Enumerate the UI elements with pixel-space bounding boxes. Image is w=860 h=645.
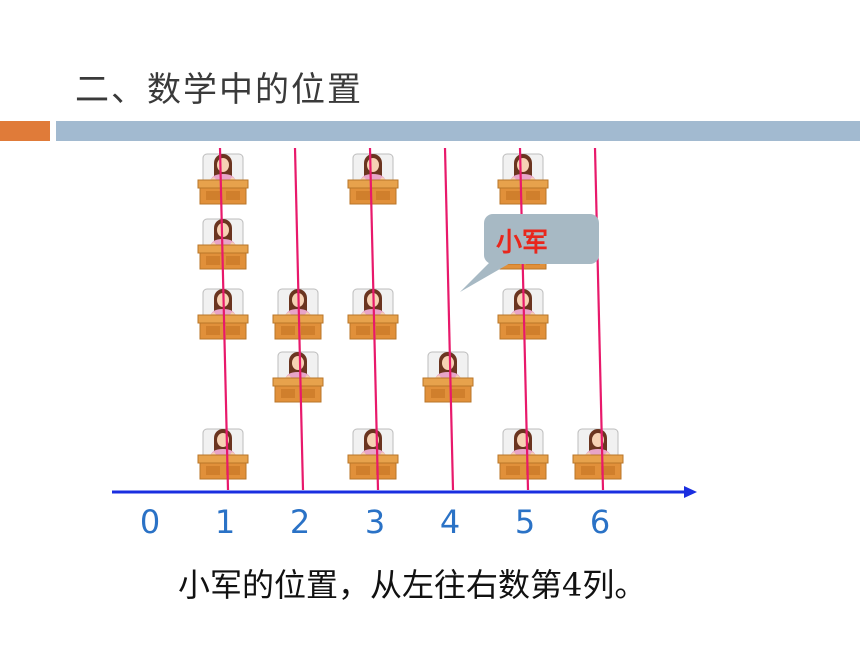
column-line bbox=[518, 147, 530, 491]
speech-bubble: 小军 bbox=[484, 214, 599, 264]
caption-text: 小军的位置，从左往右数第4列。 bbox=[178, 566, 647, 604]
column-line bbox=[443, 147, 455, 491]
axis-tick-label: 1 bbox=[215, 503, 235, 541]
speech-bubble-tail bbox=[460, 262, 512, 292]
student-at-desk-icon bbox=[197, 153, 249, 205]
student-at-desk-icon bbox=[197, 428, 249, 480]
axis-tick-label: 5 bbox=[515, 503, 535, 541]
student-at-desk-icon bbox=[497, 153, 549, 205]
student-at-desk-icon bbox=[347, 153, 399, 205]
header-bar-blue bbox=[56, 121, 860, 141]
column-line bbox=[218, 147, 230, 491]
student-at-desk-icon bbox=[347, 428, 399, 480]
header-bar-orange bbox=[0, 121, 50, 141]
axis-tick-label: 6 bbox=[590, 503, 610, 541]
column-line bbox=[368, 147, 380, 491]
axis-tick-label: 3 bbox=[365, 503, 385, 541]
axis-tick-label: 0 bbox=[140, 503, 160, 541]
student-at-desk-icon bbox=[272, 351, 324, 403]
student-at-desk-icon bbox=[572, 428, 624, 480]
student-at-desk-icon bbox=[497, 428, 549, 480]
slide-title: 二、数学中的位置 bbox=[75, 70, 363, 110]
student-at-desk-icon bbox=[422, 351, 474, 403]
callout-label: 小军 bbox=[496, 228, 549, 258]
axis-arrow bbox=[684, 486, 697, 498]
axis-tick-label: 2 bbox=[290, 503, 310, 541]
column-line bbox=[593, 147, 605, 491]
column-line bbox=[293, 147, 305, 491]
axis-tick-label: 4 bbox=[440, 503, 460, 541]
